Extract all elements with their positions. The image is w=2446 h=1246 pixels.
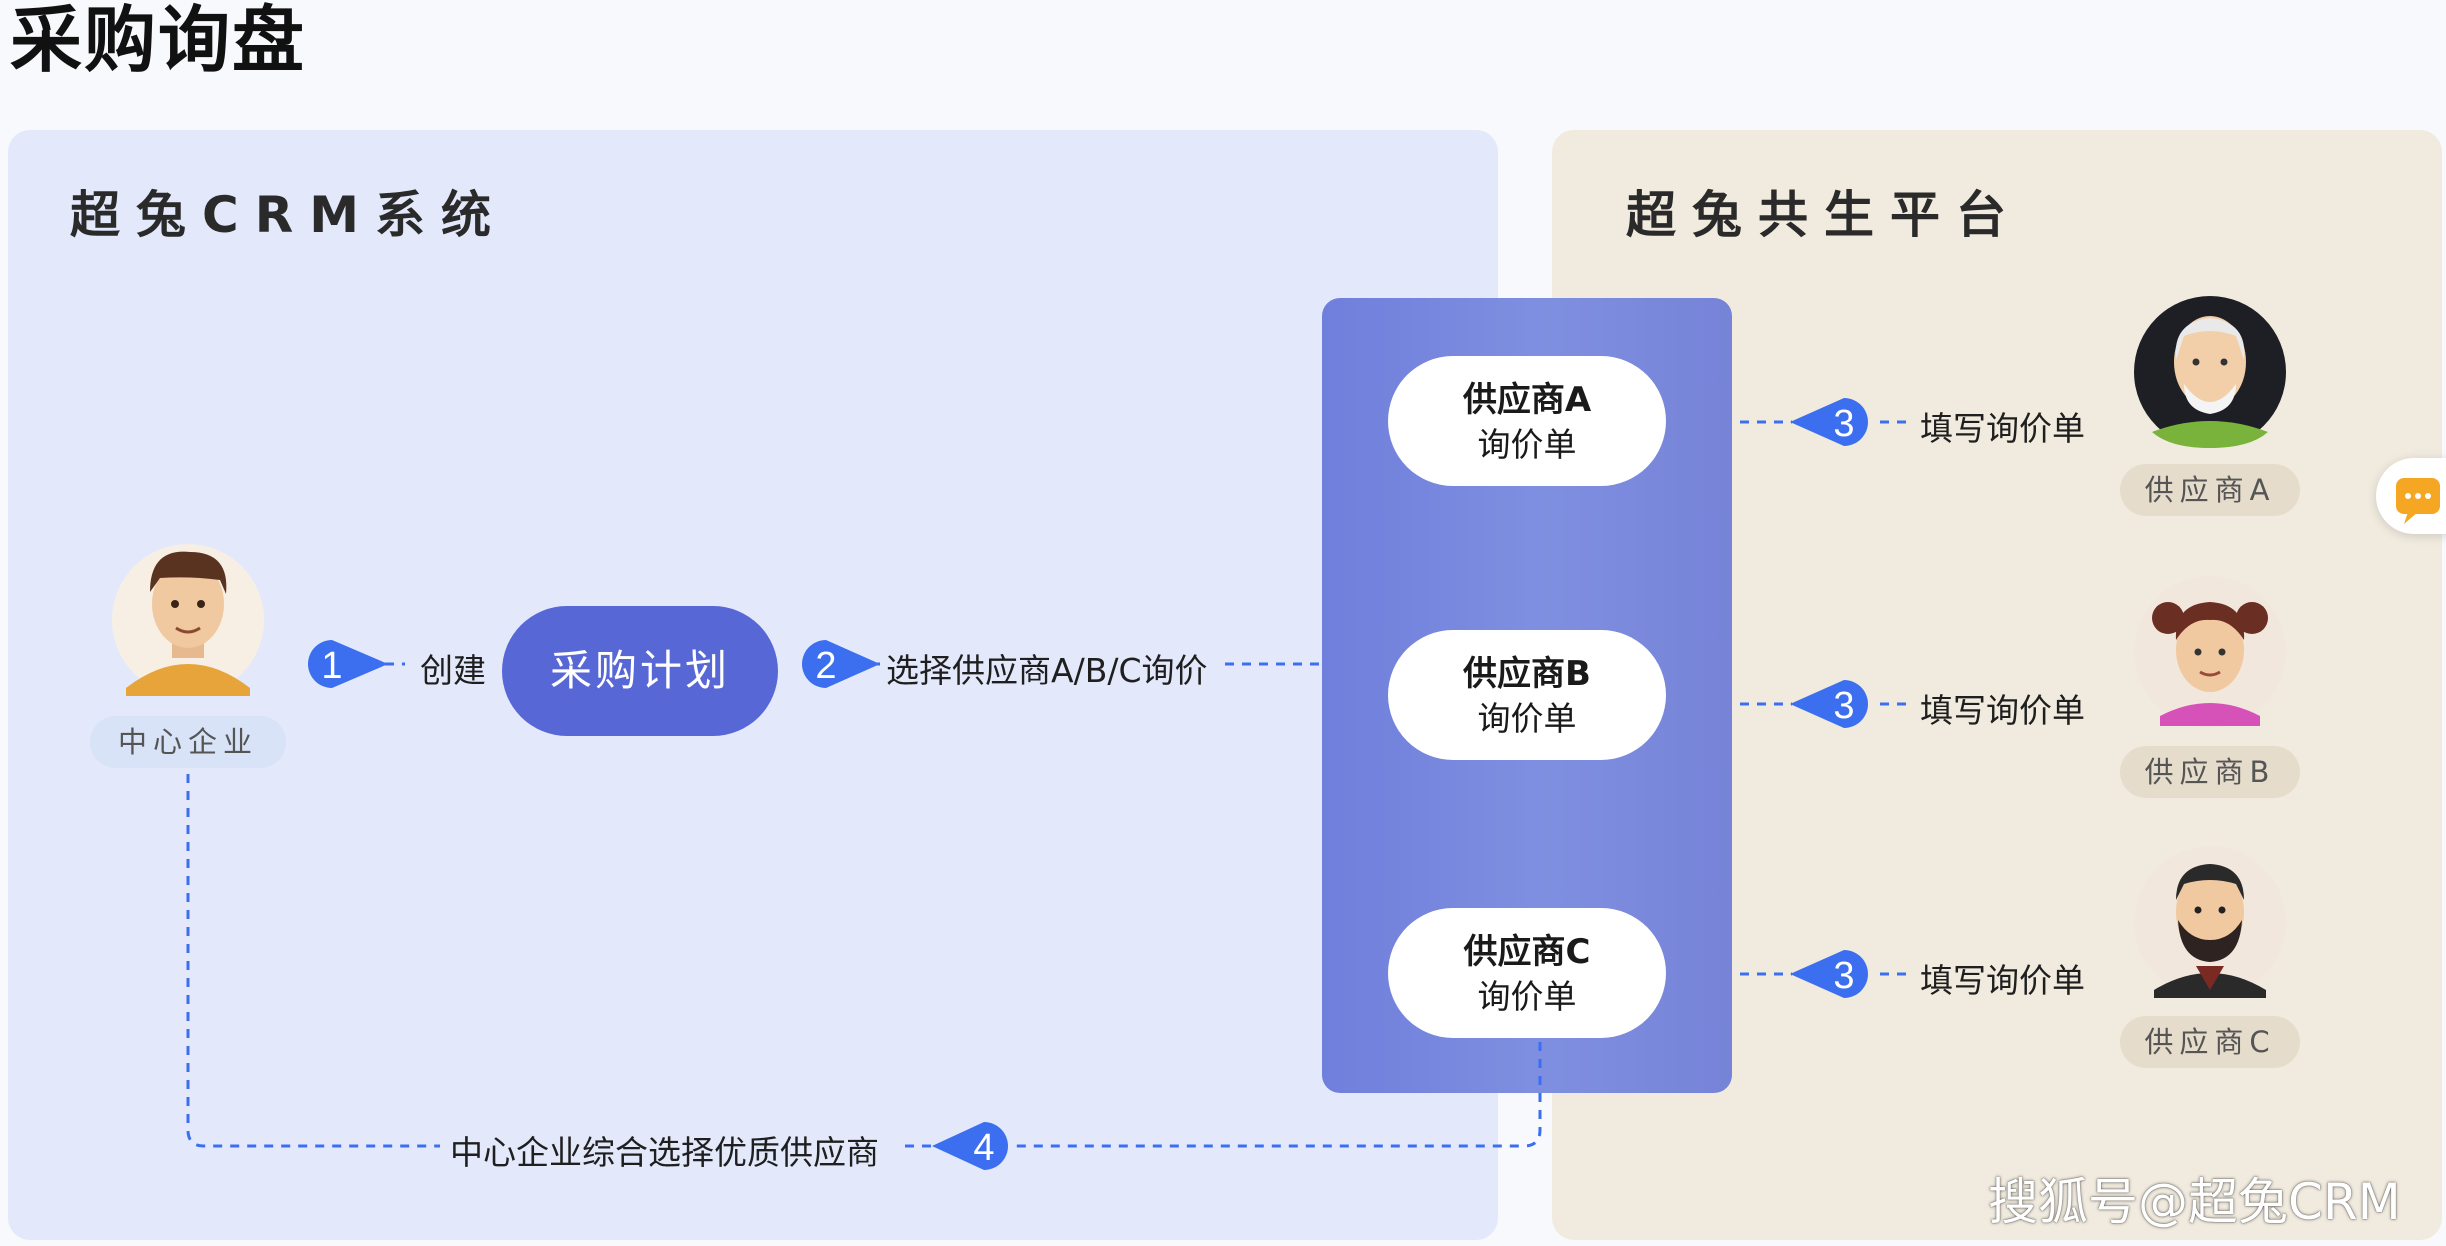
page-title: 采购询盘 — [10, 0, 307, 82]
supplier-c-avatar-icon — [2134, 846, 2286, 998]
step4-number: 4 — [973, 1127, 994, 1169]
step2-marker — [802, 640, 880, 688]
step1-number: 1 — [321, 645, 342, 687]
step3c-marker — [1790, 950, 1868, 998]
supplier-b-avatar-icon — [2134, 576, 2286, 728]
step3a-label: 填写询价单 — [1920, 409, 2085, 448]
supplier-c-doc: 询价单 — [1477, 977, 1577, 1016]
supplier-a-doc: 询价单 — [1477, 425, 1577, 464]
supplier-a-inquiry: 供应商A 询价单 — [1388, 356, 1666, 486]
platform-title: 超兔共生平台 — [1626, 186, 2022, 244]
step1-label: 创建 — [420, 651, 486, 690]
connector-return-right — [1010, 1042, 1542, 1148]
connector-return-left — [186, 774, 440, 1148]
crm-system-title: 超兔CRM系统 — [70, 186, 507, 244]
step4-marker — [932, 1122, 1008, 1170]
supplier-a-name: 供应商A — [1462, 380, 1592, 420]
step1-marker — [308, 640, 388, 688]
supplier-c-tag: 供应商C — [2120, 1016, 2300, 1068]
supplier-b-doc: 询价单 — [1477, 699, 1577, 738]
chat-button[interactable] — [2376, 458, 2446, 534]
center-company-avatar-icon — [112, 544, 264, 696]
step3b-number: 3 — [1833, 685, 1854, 727]
step3c-number: 3 — [1833, 955, 1854, 997]
step2-label: 选择供应商A/B/C询价 — [886, 651, 1208, 690]
step3a-number: 3 — [1833, 403, 1854, 445]
purchase-plan-node: 采购计划 — [502, 606, 778, 736]
supplier-b-tag: 供应商B — [2120, 746, 2300, 798]
step3a-marker — [1790, 398, 1868, 446]
supplier-c-inquiry: 供应商C 询价单 — [1388, 908, 1666, 1038]
step3b-marker — [1790, 680, 1868, 728]
supplier-c-name: 供应商C — [1463, 932, 1591, 972]
supplier-b-name: 供应商B — [1463, 654, 1591, 694]
supplier-b-inquiry: 供应商B 询价单 — [1388, 630, 1666, 760]
supplier-a-avatar-icon — [2134, 296, 2286, 448]
supplier-a-tag: 供应商A — [2120, 464, 2300, 516]
step3b-label: 填写询价单 — [1920, 691, 2085, 730]
step3c-label: 填写询价单 — [1920, 961, 2085, 1000]
watermark: 搜狐号@超兔CRM — [1988, 1173, 2401, 1231]
step2-number: 2 — [815, 645, 836, 687]
step4-label: 中心企业综合选择优质供应商 — [450, 1133, 879, 1172]
center-company-tag: 中心企业 — [90, 716, 286, 768]
